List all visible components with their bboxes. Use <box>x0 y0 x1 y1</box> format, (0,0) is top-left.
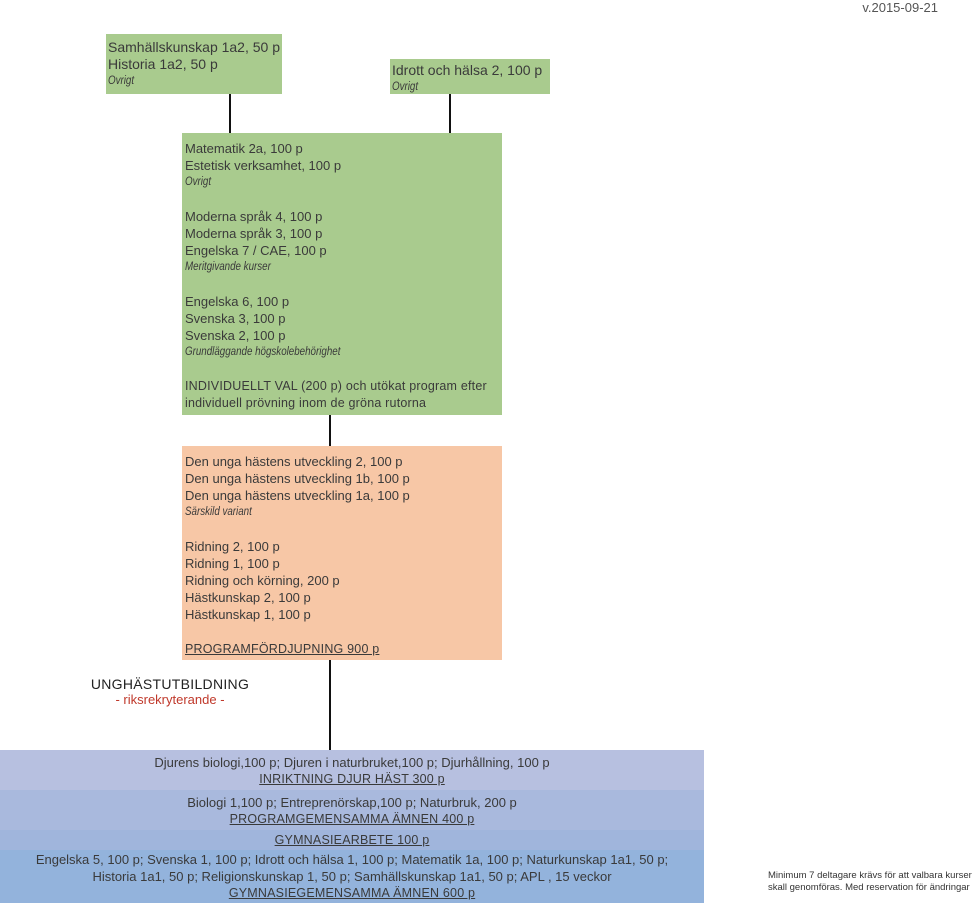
course-line: Svenska 2, 100 p <box>185 328 286 343</box>
course-line: Ridning 2, 100 p <box>185 539 280 554</box>
program-title-main: UNGHÄSTUTBILDNING <box>90 676 250 692</box>
program-title-sub: - riksrekryterande - <box>115 692 225 707</box>
version-label: v.2015-09-21 <box>862 0 938 15</box>
category-label: Övrigt <box>108 75 135 87</box>
band-heading: INRIKTNING DJUR HÄST 300 p <box>259 772 445 786</box>
connector-line <box>329 660 331 750</box>
course-line: Hästkunskap 1, 100 p <box>185 607 311 622</box>
category-label: Grundläggande högskolebehörighet <box>185 346 341 358</box>
category-label: Övrigt <box>392 81 419 93</box>
footnote: Minimum 7 deltagare krävs för att valbar… <box>768 870 972 894</box>
band-heading: PROGRAMGEMENSAMMA ÄMNEN 400 p <box>229 812 475 826</box>
course-line: Den unga hästens utveckling 1b, 100 p <box>185 471 410 486</box>
band-gymnasiearbete: GYMNASIEARBETE 100 p <box>0 830 704 850</box>
course-line: Ridning 1, 100 p <box>185 556 280 571</box>
band-text: Engelska 5, 100 p; Svenska 1, 100 p; Idr… <box>35 852 669 867</box>
course-line: Ridning och körning, 200 p <box>185 573 340 588</box>
footnote-line: skall genomföras. Med reservation för än… <box>768 882 970 893</box>
connector-line <box>229 94 231 134</box>
band-gymnasiegemensamma: Engelska 5, 100 p; Svenska 1, 100 p; Idr… <box>0 850 704 903</box>
course-line: Samhällskunskap 1a2, 50 p <box>108 39 280 55</box>
band-text: Biologi 1,100 p; Entreprenörskap,100 p; … <box>187 795 517 810</box>
band-heading: GYMNASIEARBETE 100 p <box>274 833 430 847</box>
course-line: Svenska 3, 100 p <box>185 311 286 326</box>
course-line: Den unga hästens utveckling 2, 100 p <box>185 454 403 469</box>
band-inriktning: Djurens biologi,100 p; Djuren i naturbru… <box>0 750 704 790</box>
course-line: Estetisk verksamhet, 100 p <box>185 158 342 173</box>
box-individuellt-val: Matematik 2a, 100 p Estetisk verksamhet,… <box>182 133 502 415</box>
footnote-line: Minimum 7 deltagare krävs för att valbar… <box>768 870 972 881</box>
category-label: Övrigt <box>185 176 212 188</box>
program-title: UNGHÄSTUTBILDNING - riksrekryterande - <box>70 676 270 707</box>
band-text: Djurens biologi,100 p; Djuren i naturbru… <box>154 755 550 770</box>
course-line: Den unga hästens utveckling 1a, 100 p <box>185 488 410 503</box>
course-line: Idrott och hälsa 2, 100 p <box>392 62 543 78</box>
band-programgemensamma: Biologi 1,100 p; Entreprenörskap,100 p; … <box>0 790 704 830</box>
course-line: Matematik 2a, 100 p <box>185 141 303 156</box>
band-text: Historia 1a1, 50 p; Religionskunskap 1, … <box>92 869 612 884</box>
course-line: Engelska 6, 100 p <box>185 294 290 309</box>
course-line: Hästkunskap 2, 100 p <box>185 590 311 605</box>
category-label: Särskild variant <box>185 506 252 518</box>
category-label: Meritgivande kurser <box>185 261 271 273</box>
course-line: Moderna språk 3, 100 p <box>185 226 323 241</box>
box-idrott-och-halsa: Idrott och hälsa 2, 100 p Övrigt <box>390 59 550 94</box>
course-line: Engelska 7 / CAE, 100 p <box>185 243 327 258</box>
section-heading: individuell prövning inom de gröna rutor… <box>185 396 427 410</box>
connector-line <box>449 94 451 134</box>
box-programfordjupning: Den unga hästens utveckling 2, 100 p Den… <box>182 446 502 660</box>
section-heading: INDIVIDUELLT VAL (200 p) och utökat prog… <box>185 379 487 393</box>
course-line: Historia 1a2, 50 p <box>108 56 218 72</box>
course-line: Moderna språk 4, 100 p <box>185 209 323 224</box>
box-samhallskunskap-historia: Samhällskunskap 1a2, 50 p Historia 1a2, … <box>106 34 282 94</box>
section-heading: PROGRAMFÖRDJUPNING 900 p <box>185 642 380 656</box>
connector-line <box>329 415 331 447</box>
band-heading: GYMNASIEGEMENSAMMA ÄMNEN 600 p <box>228 886 476 900</box>
